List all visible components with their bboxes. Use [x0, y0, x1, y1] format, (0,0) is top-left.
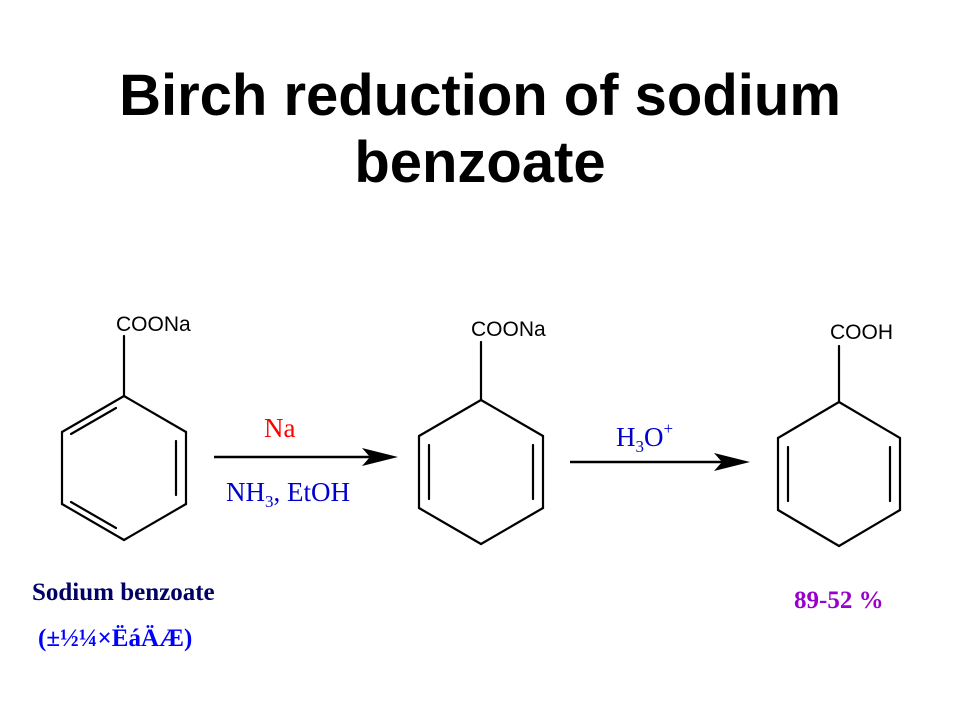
- reagent-sodium: Na: [264, 413, 295, 443]
- reactant-name-label: Sodium benzoate: [32, 579, 215, 606]
- reagent-hydronium: H3O+: [616, 419, 673, 456]
- reagent-nh-subscript: 3: [265, 492, 274, 511]
- reactant-name-garbled: (±½¼×ËáÄÆ): [38, 625, 192, 652]
- product-cooh-label: COOH: [830, 321, 893, 344]
- reagent-h-subscript: 3: [636, 437, 645, 456]
- title-line-1: Birch reduction of sodium: [119, 63, 841, 128]
- intermediate-cyclohexadiene-ring: [417, 340, 545, 546]
- reagent-o: O: [644, 422, 664, 452]
- reaction-arrow-1: [214, 448, 398, 466]
- reagent-h: H: [616, 422, 636, 452]
- product-yield-label: 89-52 %: [794, 587, 884, 614]
- product-cyclohexadiene-ring: [776, 344, 902, 548]
- reagent-ammonia-ethanol: NH3, EtOH: [226, 477, 350, 511]
- reactant-coona-label: COONa: [116, 313, 191, 336]
- page-title: Birch reduction of sodium benzoate: [0, 62, 960, 197]
- reagent-charge-superscript: +: [664, 419, 674, 438]
- intermediate-coona-label: COONa: [471, 318, 546, 341]
- reagent-nh: NH: [226, 477, 265, 507]
- reagent-etoh: , EtOH: [274, 477, 351, 507]
- reaction-arrow-2: [570, 453, 750, 471]
- reactant-benzene-ring: [60, 334, 188, 542]
- title-line-2: benzoate: [354, 130, 606, 196]
